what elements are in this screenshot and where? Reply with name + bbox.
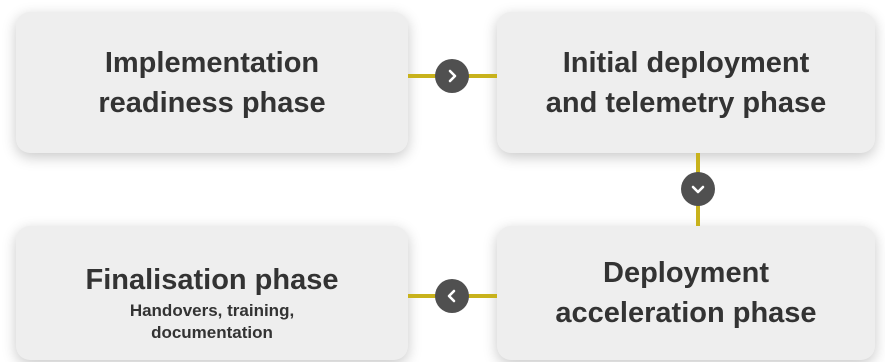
phase-card-deployment-acceleration: Deployment acceleration phase	[497, 226, 875, 360]
phase-card-initial-deployment: Initial deployment and telemetry phase	[497, 12, 875, 153]
phase-subtitle: Handovers, training, documentation	[129, 301, 295, 342]
phase-card-finalisation: Finalisation phase Handovers, training, …	[16, 226, 408, 360]
chevron-left-icon	[435, 279, 469, 313]
phase-title: Deployment acceleration phase	[555, 257, 817, 329]
chevron-right-icon	[435, 59, 469, 93]
chevron-down-icon	[681, 172, 715, 206]
phase-title: Implementation readiness phase	[98, 46, 326, 119]
phase-card-implementation-readiness: Implementation readiness phase	[16, 12, 408, 153]
phase-title: Finalisation phase	[85, 264, 339, 296]
phase-title: Initial deployment and telemetry phase	[545, 46, 827, 119]
